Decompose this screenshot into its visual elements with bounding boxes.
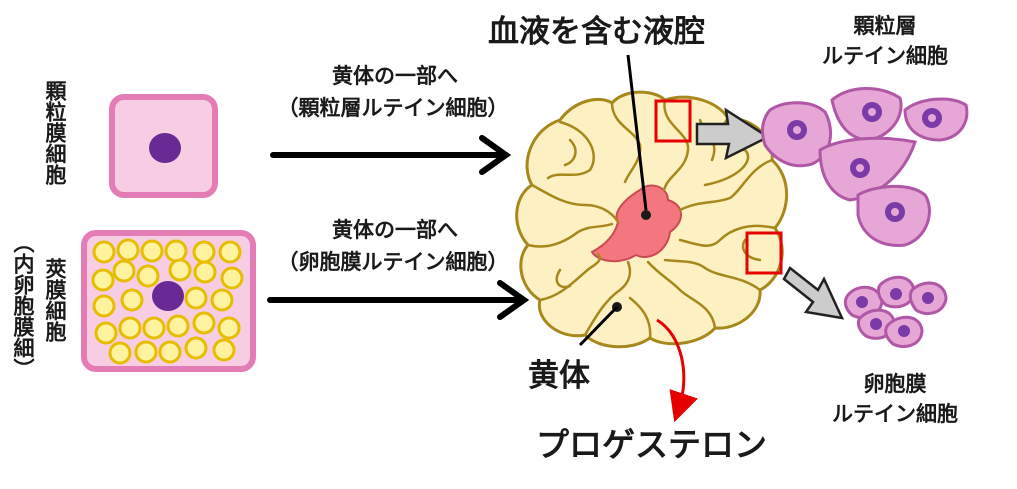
arrow-bottom-label-line1: 黄体の一部へ — [332, 218, 458, 242]
theca-cell-label: 莢膜細胞 — [43, 258, 67, 342]
cavity-label: 血液を含む液腔 — [488, 14, 705, 50]
theca-interna-label: （内卵胞膜細） — [11, 232, 35, 379]
grey-arrow-top — [695, 107, 771, 161]
arrow-to-granulosa-lutein — [270, 135, 512, 175]
theca-lutein-label-line1: 卵胞膜 — [863, 372, 927, 396]
lutein-cell-icon — [843, 275, 948, 348]
granulosa-lutein-label-line2: ルテイン細胞 — [822, 44, 948, 68]
theca-lutein-label-line2: ルテイン細胞 — [832, 402, 958, 426]
arrow-top-label-line1: 黄体の一部へ — [332, 64, 458, 88]
granulosa-cell-icon — [109, 94, 218, 198]
arrow-bottom-label-line2: （卵胞膜ルテイン細胞） — [277, 250, 509, 274]
granulosa-lutein-label-line1: 顆粒層 — [853, 14, 917, 38]
arrow-to-theca-lutein — [267, 280, 530, 320]
progesterone-arrow — [656, 318, 698, 423]
pointer-lines — [578, 54, 648, 347]
progesterone-label: プロゲステロン — [536, 425, 767, 464]
grey-arrow-bottom — [782, 266, 845, 320]
granulosa-cell-label: 顆粒膜細胞 — [43, 80, 67, 185]
arrow-top-label-line2: （顆粒層ルテイン細胞） — [277, 96, 509, 120]
theca-cell-icon — [81, 230, 256, 372]
lutein-cell-icon — [761, 87, 969, 247]
corpus-luteum-label: 黄体 — [528, 358, 590, 394]
